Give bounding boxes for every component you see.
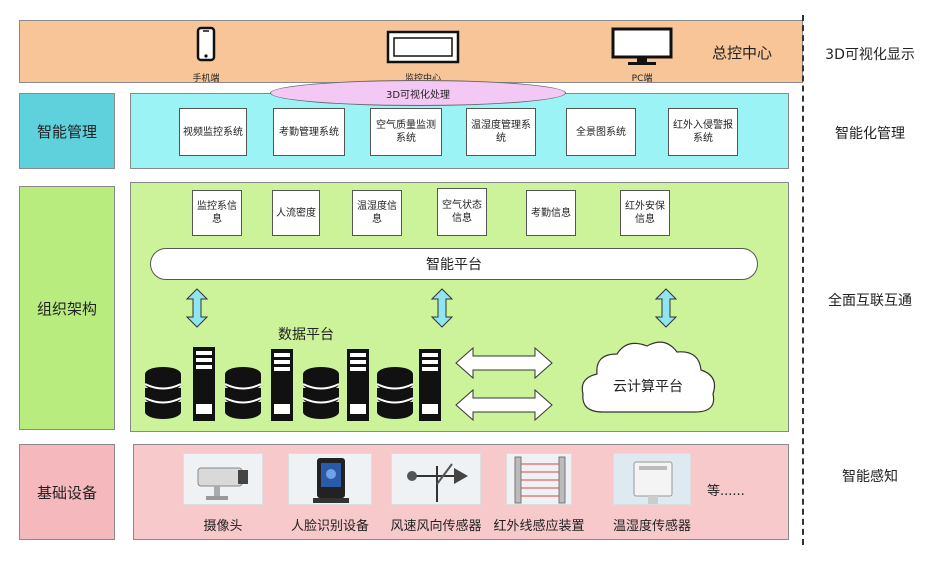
base-section-label: 基础设备 — [19, 444, 115, 540]
system-infrared-alarm: 红外入侵警报系统 — [668, 108, 738, 156]
face-recognition-image — [288, 453, 372, 505]
monitor-center-icon — [386, 29, 460, 65]
database-icon — [145, 367, 181, 419]
infrared-sensor-image — [506, 453, 572, 505]
phone-label: 手机端 — [192, 74, 220, 84]
info-attendance: 考勤信息 — [526, 190, 576, 236]
system-temp-humidity: 温湿度管理系统 — [466, 108, 536, 156]
side-label-smart-sensing: 智能感知 — [842, 469, 898, 485]
double-arrow-icon — [430, 288, 454, 328]
pc-monitor-icon — [610, 26, 674, 68]
system-attendance: 考勤管理系统 — [273, 108, 345, 156]
mgmt-section-label: 智能管理 — [19, 93, 115, 169]
server-icon — [193, 347, 215, 421]
camera-image — [183, 453, 263, 505]
info-infrared-security: 红外安保信息 — [620, 190, 670, 236]
device-face-recognition-label: 人脸识别设备 — [290, 519, 369, 534]
monitor-center-label: 监控中心 — [404, 74, 441, 84]
control-center-title: 总控中心 — [711, 44, 772, 62]
system-panorama: 全景图系统 — [566, 108, 636, 156]
data-platform-label: 数据平台 — [278, 327, 334, 343]
side-label-3d-display: 3D可视化显示 — [825, 47, 915, 63]
etc-label: 等...... — [707, 484, 745, 499]
wind-sensor-image — [391, 453, 481, 505]
phone-icon — [186, 25, 226, 65]
side-label-interconnect: 全面互联互通 — [828, 293, 912, 309]
system-video-monitoring: 视频监控系统 — [179, 108, 247, 156]
org-section-label: 组织架构 — [19, 186, 115, 430]
3d-processing-ellipse: 3D可视化处理 — [270, 80, 566, 106]
database-server-cluster — [143, 344, 443, 426]
info-monitoring: 监控系信息 — [192, 190, 242, 236]
cloud-icon — [573, 334, 723, 424]
device-temp-humidity-label: 温湿度传感器 — [612, 519, 691, 534]
system-air-quality: 空气质量监测系统 — [370, 108, 442, 156]
display-band: 手机端 监控中心 PC端 总控中心 — [19, 20, 803, 84]
dashed-divider — [802, 15, 804, 545]
device-wind-sensor-label: 风速风向传感器 — [390, 519, 482, 534]
pc-label: PC端 — [631, 74, 653, 84]
double-arrow-icon — [185, 288, 209, 328]
side-label-smart-management: 智能化管理 — [835, 126, 905, 142]
smart-platform-bar: 智能平台 — [150, 248, 758, 280]
info-crowd-density: 人流密度 — [272, 190, 320, 236]
horizontal-double-arrow-icon — [455, 346, 553, 380]
device-camera-label: 摄像头 — [203, 519, 243, 534]
info-air-status: 空气状态信息 — [437, 188, 487, 236]
temp-humidity-sensor-image — [613, 453, 691, 505]
info-temp-humidity: 温湿度信息 — [352, 190, 402, 236]
device-infrared-label: 红外线感应装置 — [493, 519, 585, 534]
horizontal-double-arrow-icon — [455, 388, 553, 422]
cloud-platform-label: 云计算平台 — [613, 379, 683, 395]
double-arrow-icon — [654, 288, 678, 328]
